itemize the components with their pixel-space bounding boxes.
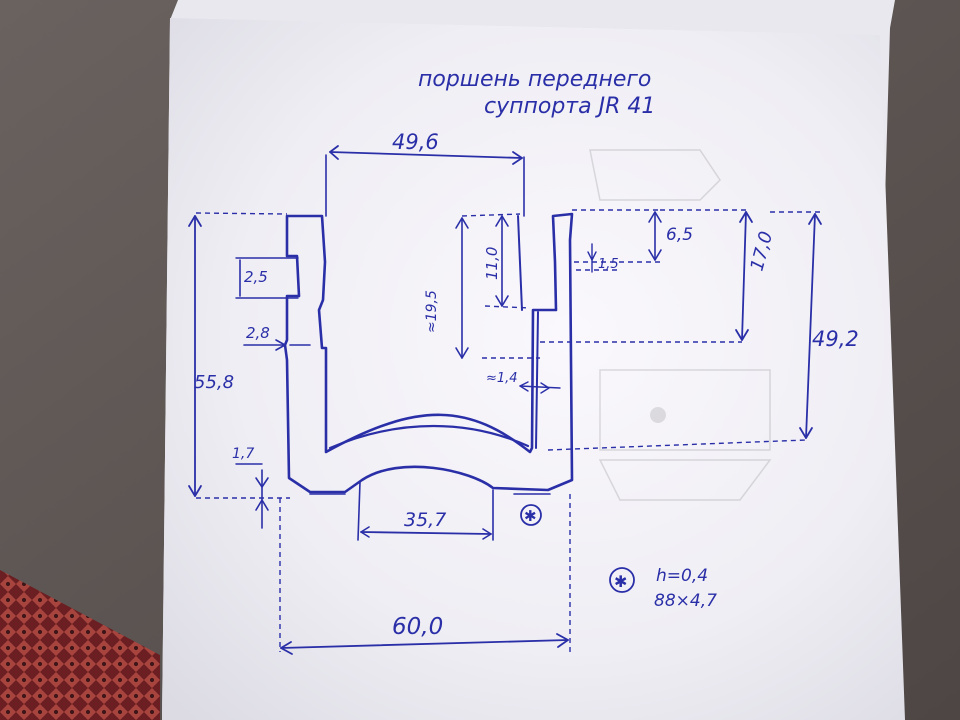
piston-profile <box>283 212 574 495</box>
label-outer-width: 60,0 <box>392 614 443 640</box>
dim-groove-depth: ≈19,5 <box>424 213 540 359</box>
label-top-inner-width: 49,6 <box>392 130 439 154</box>
label-outer-height: 49,2 <box>812 327 859 351</box>
dim-top-inner-width: 49,6 <box>325 130 525 217</box>
dim-small-step: 1,5 <box>576 243 620 273</box>
dim-total-height: 55,8 <box>188 212 290 499</box>
label-inner-depth: 11,0 <box>483 247 501 280</box>
inner-right-wall <box>535 311 539 449</box>
dim-bottom-inner-width: 35,7 <box>357 481 494 541</box>
dim-outer-width: 60,0 <box>279 494 571 655</box>
fabric-corner <box>0 570 160 720</box>
dim-outer-height: 49,2 <box>547 211 859 451</box>
note-star-circle <box>609 567 635 593</box>
title-line-1: поршень переднего <box>418 67 651 92</box>
label-top-offset: 6,5 <box>666 225 693 245</box>
label-step-height: 2,5 <box>244 268 268 286</box>
label-wall-thickness: 2,8 <box>246 324 270 342</box>
note-line-2: 88×4,7 <box>654 591 717 611</box>
label-groove-depth: ≈19,5 <box>424 290 440 333</box>
star-symbol-part: ✱ <box>524 507 537 525</box>
label-bottom-inner-width: 35,7 <box>404 509 446 531</box>
show-through-drawing <box>589 149 772 501</box>
dim-top-offset: 6,5 <box>572 209 693 263</box>
dim-bottom-offset: 1,7 <box>232 446 269 529</box>
label-groove-width: ≈1,4 <box>486 371 518 386</box>
note-block: ✱ h=0,4 88×4,7 <box>609 566 717 611</box>
note-line-1: h=0,4 <box>656 566 708 586</box>
dim-groove-width: ≈1,4 <box>486 371 561 394</box>
title-line-2: суппорта JR 41 <box>484 94 655 119</box>
cup-floor-curve <box>328 424 530 450</box>
dim-wall-thickness: 2,8 <box>243 324 311 351</box>
inner-right-step <box>517 215 523 311</box>
dim-inner-depth: 11,0 <box>483 215 531 309</box>
label-bottom-offset: 1,7 <box>232 446 254 462</box>
dim-step-height: 2,5 <box>235 257 299 299</box>
star-marker-part: ✱ <box>520 504 542 526</box>
label-total-height: 55,8 <box>194 372 234 393</box>
star-symbol-note: ✱ <box>614 572 627 591</box>
label-small-step: 1,5 <box>598 257 619 272</box>
piston-outline <box>283 212 574 494</box>
